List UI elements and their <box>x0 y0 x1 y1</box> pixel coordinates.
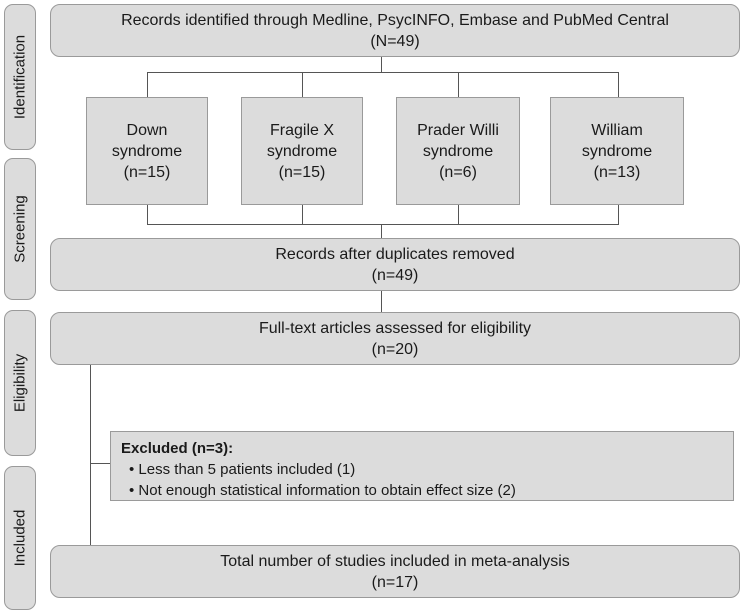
identification-count: (N=49) <box>370 32 420 50</box>
screening-text: Records after duplicates removed <box>275 245 515 263</box>
syndrome-name: Down <box>126 121 168 139</box>
excluded-item: Not enough statistical information to ob… <box>121 480 723 501</box>
connector-fragile-top <box>302 72 303 97</box>
included-box: Total number of studies included in meta… <box>50 545 740 598</box>
connector-william-top <box>618 72 619 97</box>
excluded-item: Less than 5 patients included (1) <box>121 459 723 480</box>
eligibility-box: Full-text articles assessed for eligibil… <box>50 312 740 365</box>
stage-identification: Identification <box>4 4 36 150</box>
included-count: (n=17) <box>371 573 419 591</box>
excluded-title: Excluded (n=3): <box>121 440 234 457</box>
identification-box: Records identified through Medline, Psyc… <box>50 4 740 57</box>
syndrome-box-prader-willi: Prader Willi syndrome (n=6) <box>396 97 520 205</box>
identification-text: Records identified through Medline, Psyc… <box>121 11 669 29</box>
syndrome-type: syndrome <box>111 142 183 160</box>
connector-syndrome-bottom-bar <box>147 224 619 225</box>
connector-down-bottom <box>147 204 148 225</box>
connector-screening-to-eligibility <box>381 290 382 312</box>
syndrome-count: (n=15) <box>278 163 326 181</box>
syndrome-name: William <box>591 121 643 139</box>
eligibility-text: Full-text articles assessed for eligibil… <box>258 319 532 337</box>
stage-screening: Screening <box>4 158 36 300</box>
connector-to-excluded <box>90 463 110 464</box>
connector-syndrome-top-bar <box>147 72 619 73</box>
syndrome-count: (n=13) <box>593 163 641 181</box>
excluded-box: Excluded (n=3): Less than 5 patients inc… <box>110 431 734 501</box>
stage-eligibility-label: Eligibility <box>11 353 29 413</box>
syndrome-type: syndrome <box>422 142 494 160</box>
connector-prader-top <box>458 72 459 97</box>
syndrome-name: Fragile X <box>269 121 335 139</box>
connector-fragile-bottom <box>302 204 303 225</box>
stage-included-label: Included <box>11 509 29 567</box>
screening-box: Records after duplicates removed (n=49) <box>50 238 740 291</box>
connector-william-bottom <box>618 204 619 225</box>
syndrome-name: Prader Willi <box>417 121 499 139</box>
syndrome-box-fragile-x: Fragile X syndrome (n=15) <box>241 97 363 205</box>
stage-screening-label: Screening <box>11 195 29 263</box>
stage-eligibility: Eligibility <box>4 310 36 456</box>
eligibility-count: (n=20) <box>371 340 419 358</box>
syndrome-box-william: William syndrome (n=13) <box>550 97 684 205</box>
screening-count: (n=49) <box>371 266 419 284</box>
syndrome-count: (n=6) <box>439 163 477 181</box>
connector-prader-bottom <box>458 204 459 225</box>
connector-to-screening <box>381 224 382 238</box>
syndrome-type: syndrome <box>266 142 338 160</box>
connector-eligibility-left-vertical <box>90 364 91 546</box>
connector-down-top <box>147 72 148 97</box>
stage-included: Included <box>4 466 36 610</box>
syndrome-count: (n=15) <box>123 163 171 181</box>
included-text: Total number of studies included in meta… <box>220 552 570 570</box>
connector-identification-down <box>381 56 382 72</box>
stage-identification-label: Identification <box>11 34 29 120</box>
syndrome-box-down: Down syndrome (n=15) <box>86 97 208 205</box>
syndrome-type: syndrome <box>581 142 653 160</box>
